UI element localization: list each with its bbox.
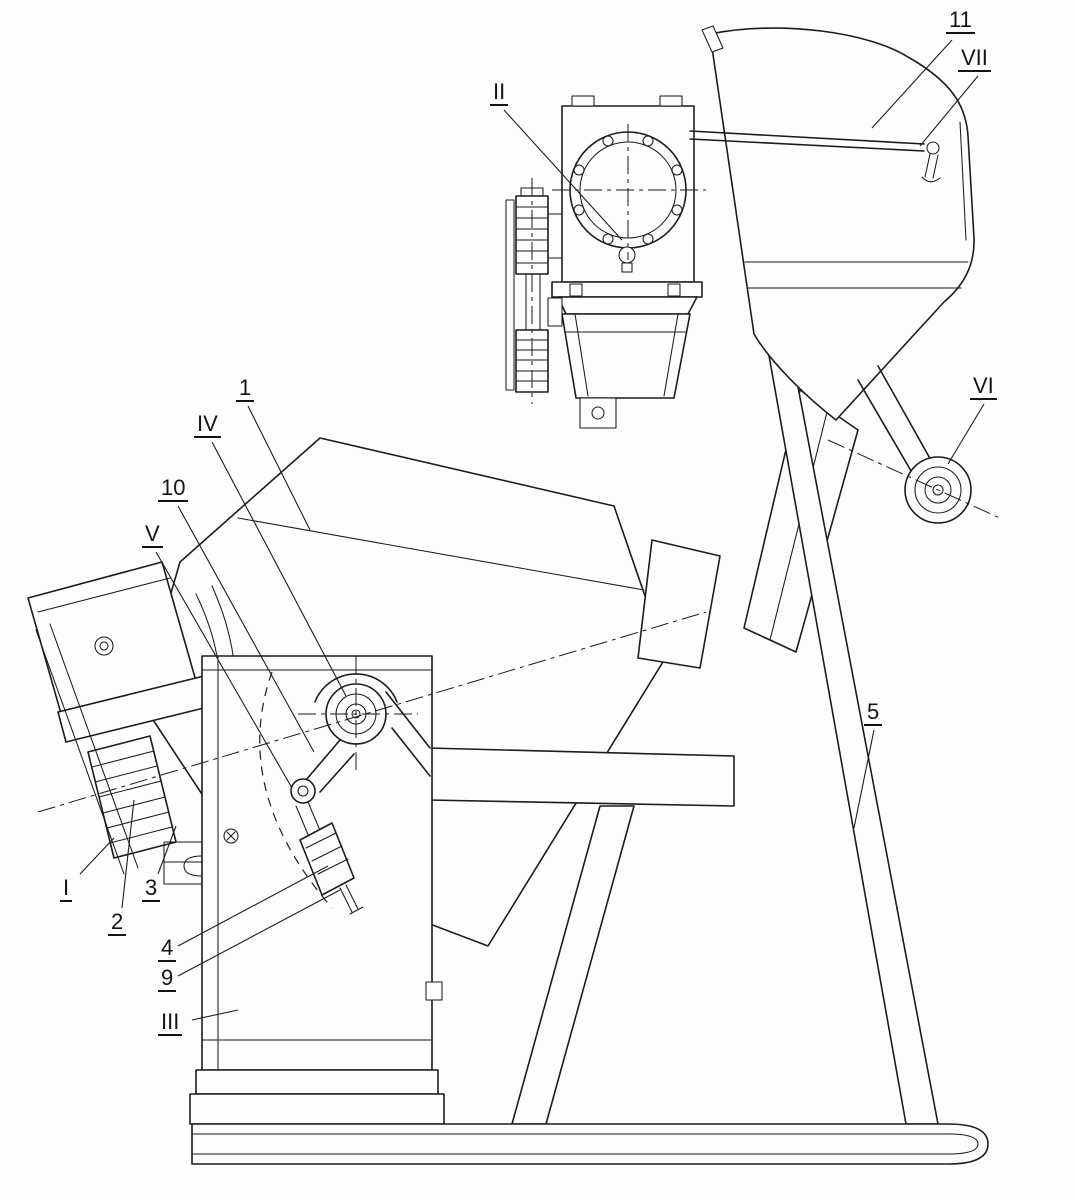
drum-raised-position <box>701 25 975 421</box>
leader-VI <box>947 403 985 465</box>
motor-upper <box>557 296 698 429</box>
support-beam <box>427 747 735 807</box>
leader-11 <box>871 39 953 129</box>
callout-label-IV: IV <box>194 412 221 439</box>
base-skid <box>191 1123 989 1165</box>
leader-2 <box>121 799 135 909</box>
pedestal <box>163 655 445 1125</box>
callout-label-10: 10 <box>158 476 189 503</box>
discharge-chute <box>637 539 721 669</box>
gear-reducer <box>551 95 706 298</box>
leader-II <box>503 109 623 241</box>
callout-label-11: 11 <box>946 8 975 35</box>
callout-label-III: III <box>158 1010 183 1037</box>
leader-1 <box>247 405 311 531</box>
callout-label-2: 2 <box>108 910 127 937</box>
leader-V <box>155 551 293 789</box>
leader-10 <box>177 505 315 753</box>
wheel-bracket <box>857 365 933 477</box>
callout-leaders <box>79 39 985 1021</box>
leader-3 <box>157 825 177 875</box>
callout-label-9: 9 <box>158 966 177 993</box>
leader-III <box>191 1009 239 1021</box>
callout-label-4: 4 <box>158 936 177 963</box>
tilt-mechanism <box>259 656 431 915</box>
drive-assembly <box>27 561 213 875</box>
leader-4 <box>177 865 329 947</box>
leader-IV <box>211 441 347 697</box>
leader-5 <box>853 729 875 829</box>
support-wheel <box>827 439 1003 524</box>
callout-label-II: II <box>490 80 509 107</box>
callout-label-V: V <box>142 522 163 549</box>
callout-label-1: 1 <box>236 376 255 403</box>
callout-label-3: 3 <box>142 876 161 903</box>
callout-label-VII: VII <box>958 46 991 73</box>
tilt-hand-lever <box>689 130 941 183</box>
leader-VII <box>919 75 979 147</box>
callout-label-I: I <box>60 876 73 903</box>
drive-pulleys <box>505 178 563 404</box>
drum-axis <box>37 611 707 813</box>
callout-label-VI: VI <box>970 374 997 401</box>
leader-9 <box>177 889 341 977</box>
leader-I <box>79 837 115 875</box>
callout-label-5: 5 <box>864 700 883 727</box>
